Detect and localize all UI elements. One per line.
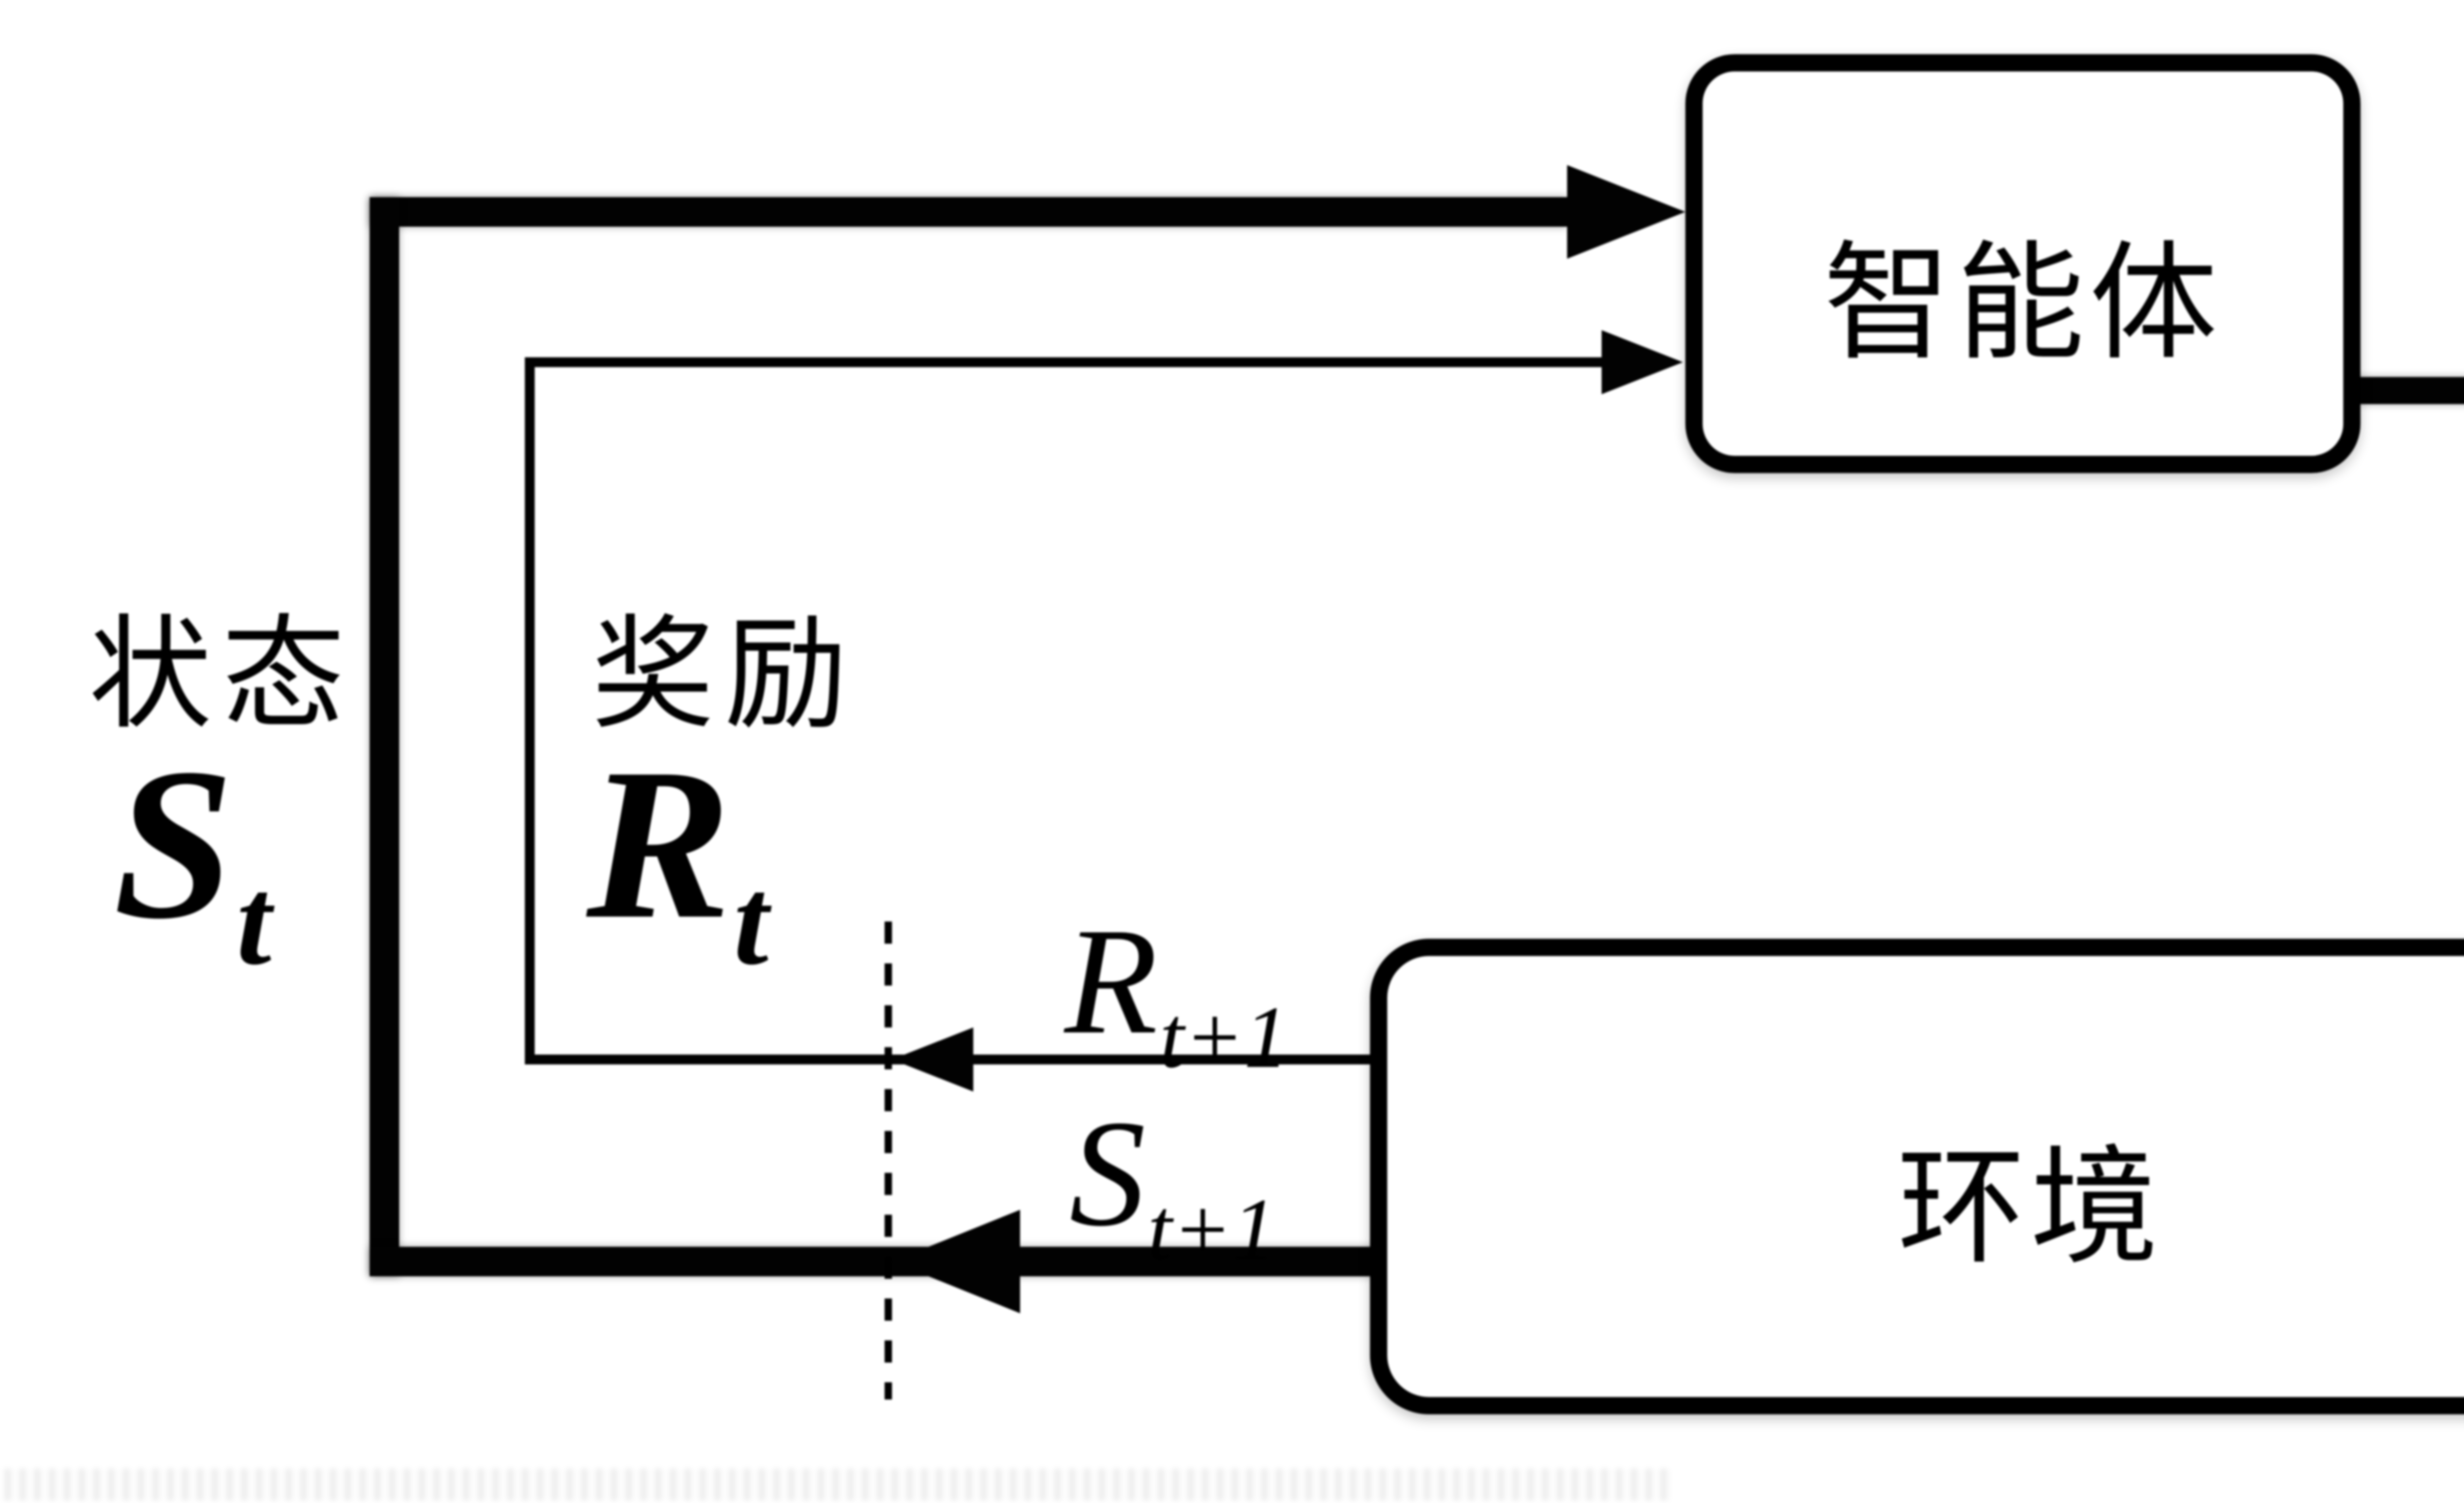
environment-label: 环境 [1897,1141,2163,1281]
reward-symbol-subscript: t [733,855,769,994]
cutoff-caption-smudge [5,1469,1676,1501]
agent-box: 智能体 [1685,54,2361,473]
state-symbol: St [113,738,272,989]
state-arrowhead-into-agent-icon [1567,165,1685,259]
next-state-arrowhead-icon [892,1210,1020,1313]
reward-label: 奖励 [591,606,857,744]
next-reward-symbol-subscript: t+1 [1159,987,1289,1086]
reward-symbol: Rt [586,738,769,989]
next-state-symbol-letter: S [1069,1092,1146,1259]
state-symbol-subscript: t [236,855,272,994]
next-reward-symbol-letter: R [1064,899,1158,1067]
environment-box: 环境 [1370,939,2464,1414]
state-line-top [370,197,1567,227]
next-state-symbol: St+1 [1069,1099,1276,1275]
state-label: 状态 [89,606,355,744]
time-step-dashed-line [885,922,892,1400]
next-state-symbol-subscript: t+1 [1147,1179,1276,1278]
state-line-vertical [370,197,399,1276]
state-symbol-letter: S [113,727,234,966]
reward-symbol-letter: R [586,727,731,966]
action-line-top [2356,377,2464,404]
reward-line-vertical [525,357,535,1064]
reward-line-top [525,357,1607,367]
next-reward-symbol: Rt+1 [1064,907,1288,1083]
next-reward-arrowhead-icon [892,1027,973,1092]
agent-label: 智能体 [1823,235,2223,376]
next-state-line [370,1247,1375,1276]
reward-arrowhead-into-agent-icon [1602,330,1683,394]
